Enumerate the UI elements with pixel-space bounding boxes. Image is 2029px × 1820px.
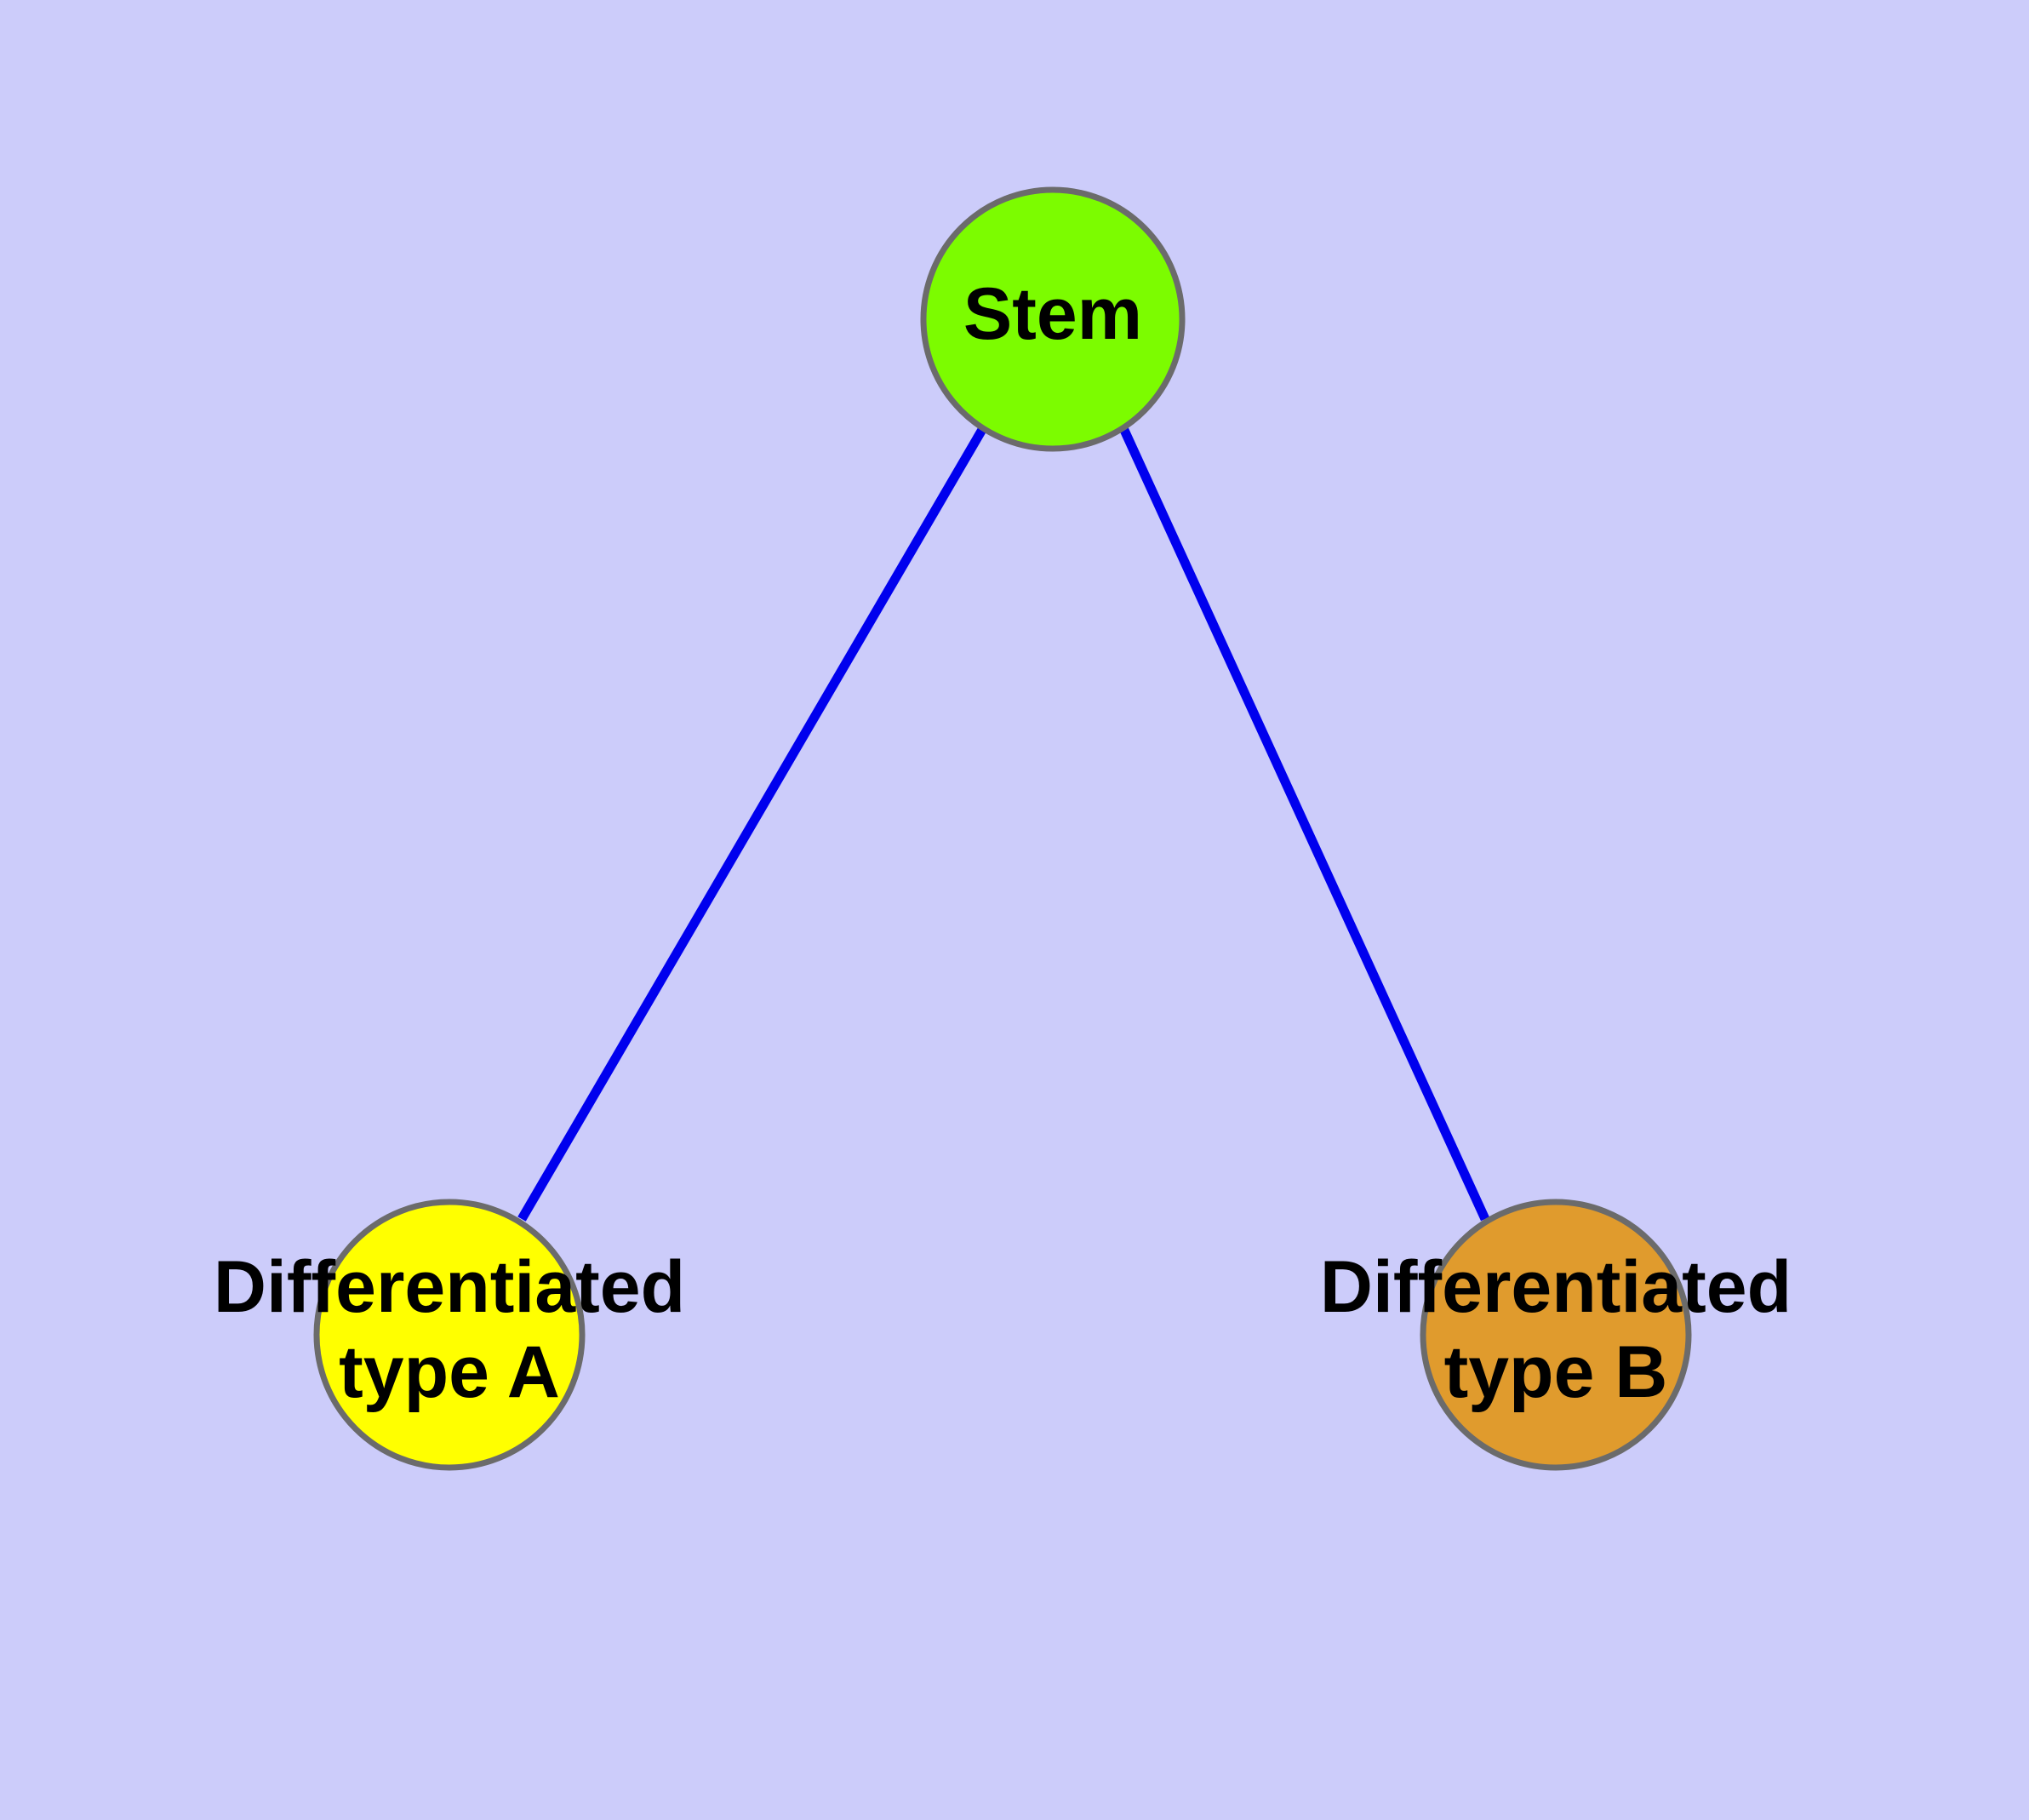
node-differentiated-type-a-circle[interactable] (313, 1199, 586, 1471)
edge-stem-to-differentiated-a[interactable] (517, 426, 987, 1222)
edges-layer (517, 426, 1490, 1222)
node-differentiated-type-b-circle[interactable] (1420, 1199, 1692, 1471)
node-stem[interactable]: Stem (920, 186, 1186, 452)
node-stem-circle[interactable] (920, 186, 1186, 452)
edge-stem-to-differentiated-b[interactable] (1118, 426, 1490, 1222)
